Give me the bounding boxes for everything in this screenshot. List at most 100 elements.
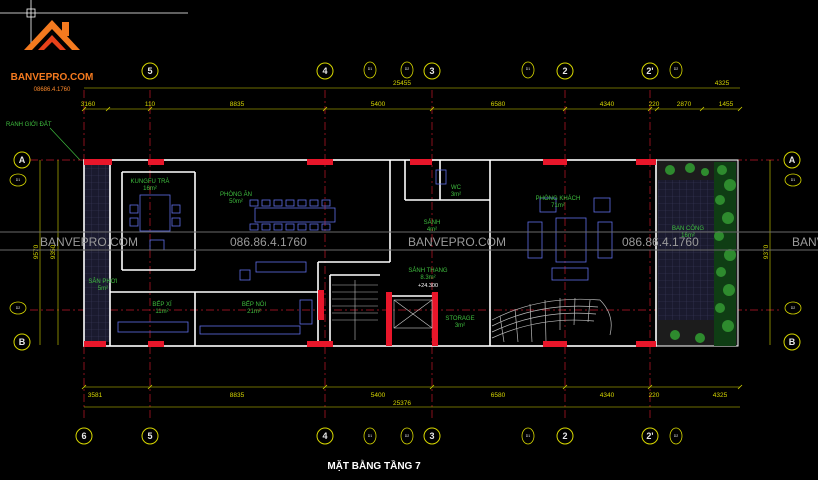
walls	[83, 159, 657, 347]
dim-top-right-total: 4325	[715, 80, 730, 87]
stair-left	[332, 280, 378, 340]
section-tag-label: D2	[16, 306, 21, 310]
dim-bottom-seg: 6580	[491, 392, 506, 399]
axis-label: 3	[429, 431, 434, 441]
dim-bottom-total: 25376	[393, 400, 411, 407]
dim-top-seg: 1455	[719, 101, 734, 108]
grid-bubbles-bottom	[75, 427, 659, 445]
furniture	[117, 169, 613, 335]
dim-bottom-seg: 4340	[600, 392, 615, 399]
logo-brand-text: BANVEPRO.COM	[11, 72, 94, 83]
dim-right-vertical: 9370	[763, 244, 770, 259]
axis-label: B	[789, 337, 796, 347]
left-terrace-tiles	[84, 162, 110, 342]
section-tag-label: D1	[16, 178, 21, 182]
watermark-brand: BANVEPRO.COM	[792, 235, 818, 249]
room-name: SẢNH	[424, 219, 441, 226]
logo-phone-text: 08686.4.1760	[34, 87, 71, 93]
balcony-area	[655, 159, 739, 347]
house-logo-icon	[24, 20, 80, 50]
grid-bubbles-top	[141, 62, 659, 80]
axis-label: A	[19, 155, 26, 165]
axis-label: 6	[81, 431, 86, 441]
dimension-lines	[39, 87, 771, 408]
dim-top-seg: 6580	[491, 101, 506, 108]
room-name: BAN CÔNG	[672, 225, 704, 232]
room-area: 4m²	[427, 227, 437, 233]
axis-label: B	[19, 337, 26, 347]
room-name: SÂN PHƠI	[88, 278, 117, 285]
room-name: PHÒNG ĂN	[220, 191, 252, 198]
room-area: 21m²	[247, 309, 261, 315]
axis-label: 2	[562, 431, 567, 441]
room-area: 50m²	[229, 199, 243, 205]
grid-bubbles-side	[13, 151, 801, 351]
dim-left-vertical: 9350	[50, 244, 57, 259]
dim-top-seg: 220	[649, 101, 660, 108]
axis-label: 2	[562, 66, 567, 76]
axis-label: 3	[429, 66, 434, 76]
axis-label: 2'	[646, 431, 653, 441]
banvepro-logo: BANVEPRO.COM 08686.4.1760	[11, 20, 94, 93]
dim-top-total: 25455	[393, 80, 411, 87]
section-tags	[9, 61, 802, 445]
room-name: STORAGE	[445, 316, 474, 322]
dim-bottom-seg: 220	[649, 392, 660, 399]
section-tag-label: D2	[405, 434, 410, 438]
dim-bottom-seg: 3581	[88, 392, 103, 399]
room-name: SẢNH THANG	[408, 267, 448, 274]
room-area: 11m²	[155, 309, 168, 315]
dimension-text: 25455 4325 3160 110 8835 5400 6580 4340 …	[33, 80, 770, 407]
dim-left-vertical: 9570	[33, 244, 40, 259]
room-area: 16m²	[143, 186, 157, 192]
watermark-band: BANVEPRO.COM 086.86.4.1760 BANVEPRO.COM …	[0, 231, 818, 251]
watermark-phone: 086.86.4.1760	[230, 235, 307, 249]
dim-top-seg: 2870	[677, 101, 692, 108]
watermark-brand: BANVEPRO.COM	[40, 235, 138, 249]
structural-columns	[84, 159, 656, 347]
axis-label: A	[789, 155, 796, 165]
section-tag-label: D1	[368, 67, 373, 71]
room-area: 16m²	[681, 233, 695, 239]
axis-label: 4	[322, 66, 327, 76]
room-name: WC	[451, 185, 462, 191]
room-name: PHÒNG KHÁCH	[536, 195, 581, 202]
dim-top-seg: 5400	[371, 101, 386, 108]
dim-top-seg: 110	[145, 101, 156, 108]
dim-top-seg: 3160	[81, 101, 96, 108]
dim-bottom-seg: 4325	[713, 392, 728, 399]
axis-label: 4	[322, 431, 327, 441]
room-area: 3m²	[451, 192, 461, 198]
elevation-label: +24.300	[418, 283, 438, 289]
room-area: 71m²	[551, 203, 565, 209]
boundary-label: RANH GIỚI ĐẤT	[6, 121, 52, 128]
room-name: BẾP XÍ	[152, 301, 172, 308]
drawing-title: MẶT BẰNG TẦNG 7	[327, 459, 421, 472]
room-area: 3m²	[455, 323, 465, 329]
room-area: 8.3m²	[420, 275, 435, 281]
stair-curved	[491, 297, 612, 343]
watermark-phone: 086.86.4.1760	[622, 235, 699, 249]
section-tag-label: D2	[405, 67, 410, 71]
dim-top-seg: 8835	[230, 101, 245, 108]
room-area: 5m²	[98, 286, 108, 292]
section-tag-label: D1	[526, 67, 531, 71]
axis-label: 5	[147, 66, 152, 76]
dim-bottom-seg: 8835	[230, 392, 245, 399]
axis-label: 2'	[646, 66, 653, 76]
dim-bottom-seg: 5400	[371, 392, 386, 399]
section-tag-label: D1	[368, 434, 373, 438]
room-name: KUNGFU TRÀ	[131, 178, 170, 185]
cad-cursor	[0, 0, 188, 45]
lift-core	[393, 299, 433, 329]
section-tag-label: D2	[674, 434, 679, 438]
section-tag-label: D1	[791, 178, 796, 182]
dimension-ticks	[81, 106, 743, 390]
dim-top-seg: 4340	[600, 101, 615, 108]
section-tag-label: D2	[791, 306, 796, 310]
watermark-brand: BANVEPRO.COM	[408, 235, 506, 249]
section-tag-label: D1	[526, 434, 531, 438]
axis-label: 5	[147, 431, 152, 441]
